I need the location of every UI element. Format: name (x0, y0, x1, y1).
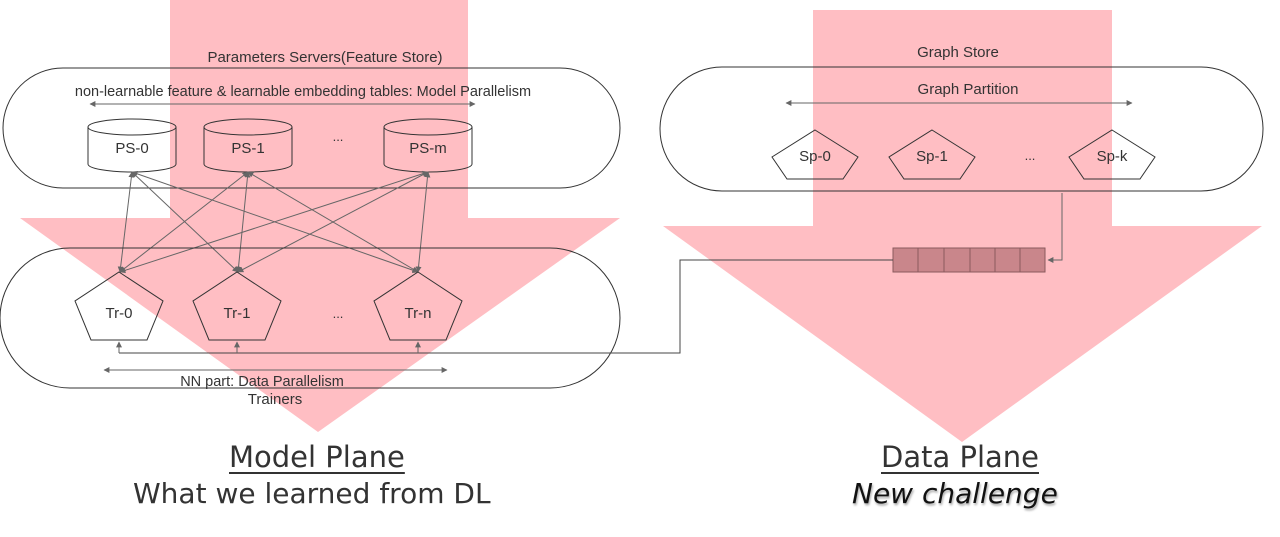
data-plane-title: Data Plane (881, 440, 1039, 474)
ps-node-m: PS-m (383, 118, 473, 173)
model-plane-subtitle: What we learned from DL (133, 477, 491, 510)
sampler-node-1-label: Sp-1 (916, 148, 948, 165)
ps-node-0: PS-0 (87, 118, 177, 173)
trainer-node-n-label: Tr-n (405, 305, 432, 322)
ps-node-0-label: PS-0 (115, 140, 148, 157)
graph-store-outline (659, 66, 1264, 192)
trainer-node-n: Tr-n (373, 271, 463, 341)
sampler-node-k: Sp-k (1068, 129, 1156, 180)
model-plane-title: Model Plane (229, 440, 405, 474)
graph-partition-label: Graph Partition (918, 81, 1019, 98)
data-plane-subtitle: New challenge (852, 477, 1058, 510)
ps-node-1-label: PS-1 (231, 140, 264, 157)
ps-node-m-label: PS-m (409, 140, 447, 157)
trainer-group-title: Trainers (248, 391, 302, 408)
sampler-node-0: Sp-0 (771, 129, 859, 180)
trainer-group-subtitle: NN part: Data Parallelism (180, 374, 344, 390)
trainer-node-1-label: Tr-1 (224, 305, 251, 322)
ps-trainer-connections (117, 170, 431, 274)
queue-to-trainer-arrows (116, 341, 421, 353)
graph-store-title: Graph Store (917, 44, 999, 61)
sampler-ellipsis: ... (1025, 148, 1036, 163)
trainer-ellipsis: ... (333, 306, 344, 321)
graph-to-queue-connector (1047, 193, 1063, 263)
sampler-node-k-label: Sp-k (1097, 148, 1128, 165)
sampler-node-1: Sp-1 (888, 129, 976, 180)
ps-ellipsis: ... (333, 129, 344, 144)
trainer-group-outline (0, 247, 621, 389)
sample-queue (892, 247, 1046, 273)
sampler-node-0-label: Sp-0 (799, 148, 831, 165)
trainer-node-1: Tr-1 (192, 271, 282, 341)
ps-group-subtitle: non-learnable feature & learnable embedd… (75, 84, 531, 100)
trainer-node-0-label: Tr-0 (106, 305, 133, 322)
ps-group-title: Parameters Servers(Feature Store) (207, 49, 442, 66)
data-plane-arrow (663, 10, 1262, 442)
queue-to-trainers-connector (119, 259, 893, 354)
trainer-node-0: Tr-0 (74, 271, 164, 341)
